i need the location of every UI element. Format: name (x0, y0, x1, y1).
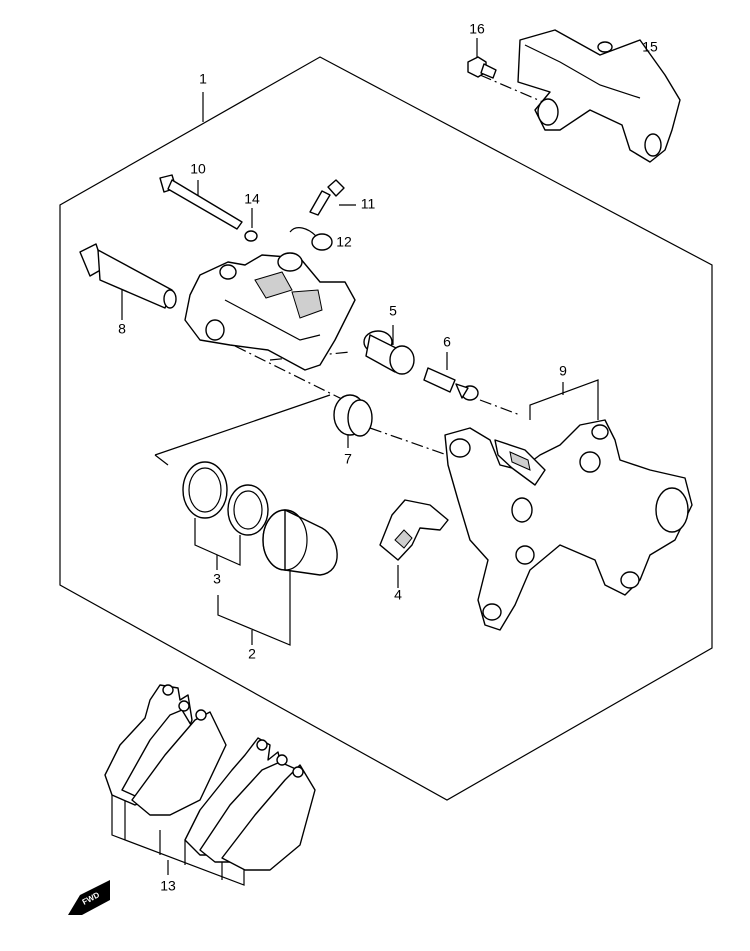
part-label-9: 9 (559, 363, 567, 379)
part-number-labels: 1 2 3 4 5 6 7 8 9 10 11 12 13 14 15 16 (118, 21, 658, 894)
piston-2 (262, 509, 338, 576)
caliper-bracket-9 (444, 419, 693, 631)
washer-14 (244, 230, 258, 242)
part-label-2: 2 (248, 646, 256, 662)
pin-6 (423, 367, 479, 401)
part-label-14: 14 (244, 191, 260, 207)
slide-pin-10 (159, 174, 243, 230)
part-label-15: 15 (642, 39, 658, 55)
brake-pads-13 (104, 684, 316, 871)
part-label-8: 8 (118, 321, 126, 337)
part-label-13: 13 (160, 878, 176, 894)
bracket-15 (517, 29, 681, 163)
part-label-3: 3 (213, 571, 221, 587)
part-label-12: 12 (336, 234, 352, 250)
caliper-body (184, 252, 356, 371)
part-label-6: 6 (443, 334, 451, 350)
part-label-7: 7 (344, 451, 352, 467)
part-label-10: 10 (190, 161, 206, 177)
bleeder-cap-12 (289, 227, 333, 251)
part-label-5: 5 (389, 303, 397, 319)
part-label-4: 4 (394, 587, 402, 603)
seal-3 (182, 461, 269, 536)
slide-pin-8 (79, 243, 177, 309)
pad-spring-4 (379, 499, 449, 561)
assembly-outline (59, 56, 713, 801)
part-label-1: 1 (199, 71, 207, 87)
part-label-16: 16 (469, 21, 485, 37)
bleeder-11 (309, 179, 345, 216)
assembly-axes (154, 74, 551, 466)
boot-7 (333, 394, 373, 437)
part-label-11: 11 (361, 196, 376, 212)
sleeve-5 (363, 330, 415, 375)
bolt-16 (467, 56, 497, 79)
fwd-arrow-badge: FWD (68, 880, 110, 915)
